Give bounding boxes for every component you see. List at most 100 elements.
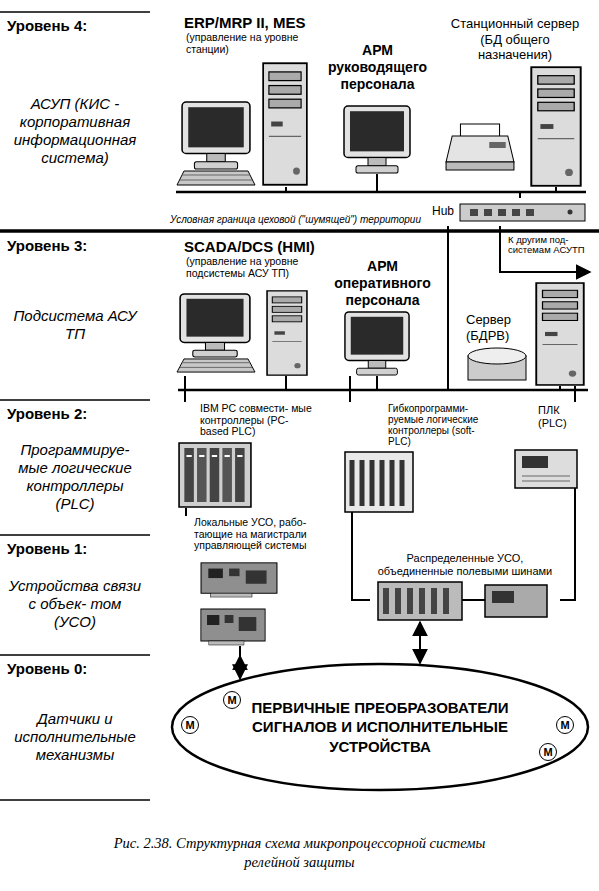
connector-line	[349, 376, 351, 402]
motor-symbol: M	[556, 716, 574, 734]
drawing-rect	[485, 585, 547, 617]
node-text: (управление на уровне подсистемы АСУ ТП)	[172, 255, 316, 279]
server: Сервер (БДРВ)	[462, 278, 588, 386]
connector-line	[520, 187, 556, 198]
node-title: Локальные УСО, рабо- тающие на магистрал…	[194, 517, 328, 552]
level-band: Уровень 3:Подсистема АСУ ТП	[5, 234, 145, 398]
drawing-use	[179, 443, 251, 507]
drawing-use	[177, 171, 255, 185]
node-title: Гибкопрограмми- руемые логические контро…	[388, 403, 480, 447]
io-module: Локальные УСО, рабо- тающие на магистрал…	[180, 516, 330, 656]
drawing-rect	[378, 582, 462, 620]
drawing-rect	[515, 450, 577, 488]
motor-symbol: M	[223, 691, 241, 709]
connector-line	[377, 187, 520, 198]
drawing-use	[177, 359, 255, 372]
figure-caption: Рис. 2.38. Структурная схема микропроцес…	[105, 834, 495, 872]
level-band: Уровень 0: Датчики и исполнительные механ…	[5, 657, 145, 798]
connector-line	[352, 512, 370, 600]
node-text: АСУП (КИС - корпоративная информационная…	[7, 95, 143, 167]
drawing-line	[0, 229, 599, 233]
annotation: К другим под- системам АСУТП	[508, 235, 590, 256]
connector-line	[560, 488, 575, 600]
workstation: SCADA/DCS (HMI)(управление на уровне под…	[170, 236, 320, 376]
drawing-use	[201, 563, 277, 597]
connector-line	[184, 376, 186, 402]
drawing-ellipse	[468, 348, 526, 364]
controller: Гибкопрограмми- руемые логические контро…	[340, 402, 480, 512]
node-title: Уровень 0:	[7, 660, 143, 678]
level-band: Уровень 4: АСУП (КИС - корпоративная инфо…	[5, 14, 145, 230]
drawing-line	[376, 174, 378, 187]
controller: ПЛК (PLC)	[505, 402, 588, 488]
node-title: ПЛК (PLC)	[538, 404, 588, 429]
workstation: АРМ руководящего персонала	[320, 40, 435, 187]
server: Станционный сервер (БД общего назначения…	[440, 14, 590, 187]
annotation: Условная граница цеховой ("шумящей") тер…	[170, 214, 421, 226]
drawing-path	[522, 476, 570, 481]
drawing-use	[267, 291, 307, 375]
drawing-line	[462, 599, 485, 601]
node-title: АРМ руководящего персонала	[322, 42, 433, 92]
motor-symbol: M	[181, 716, 199, 734]
drawing-use	[180, 294, 250, 357]
node-title: M	[227, 695, 236, 706]
level-band: Уровень 2: Программируе- мые логические к…	[5, 402, 145, 533]
node-title: ПЕРВИЧНЫЕ ПРЕОБРАЗОВАТЕЛИ СИГНАЛОВ И ИСП…	[240, 698, 520, 757]
motor-symbol: M	[539, 743, 557, 761]
connector-line	[286, 187, 520, 198]
drawing-path	[500, 226, 590, 272]
drawing-use	[201, 609, 265, 645]
node-text: Программируе- мые логические контроллеры…	[7, 441, 143, 513]
connector-line	[574, 386, 576, 402]
workstation: ERP/MRP II, MES(управление на уровне ста…	[170, 12, 320, 187]
drawing-circle	[568, 210, 573, 215]
workstation: АРМ оперативного персонала	[325, 256, 440, 376]
node-text: Подсистема АСУ ТП	[7, 307, 143, 343]
connector-line	[239, 656, 241, 679]
drawing-use	[263, 63, 307, 185]
drawing-rect	[522, 456, 548, 468]
node-title: Уровень 2:	[7, 405, 143, 423]
node-title: АРМ оперативного персонала	[327, 258, 438, 308]
node-title: Уровень 4:	[7, 17, 143, 35]
network-hub: Hub	[428, 198, 588, 226]
ellipse-shape	[172, 664, 588, 790]
node-text: Устройства связи с объек- том (УСО)	[7, 577, 143, 631]
drawing-path	[386, 588, 446, 614]
node-title: Распределенные УСО, объединенные полевым…	[372, 552, 558, 577]
level-band: Уровень 1: Устройства связи с объек- том …	[5, 537, 145, 653]
node-title: Hub	[432, 204, 588, 218]
node-title: M	[560, 720, 569, 731]
drawing-use	[182, 102, 250, 169]
node-text: Датчики и исполнительные механизмы	[7, 710, 143, 764]
connector-line	[419, 622, 421, 663]
node-title: Станционный сервер (БД общего назначения…	[442, 16, 588, 63]
controller: IBM PC совмести- мые контроллеры (PC-bas…	[172, 402, 312, 508]
drawing-use	[345, 312, 409, 375]
node-text: (управление на уровне станции)	[172, 31, 316, 55]
node-title: IBM PC совмести- мые контроллеры (PC-bas…	[200, 403, 312, 438]
drawing-use	[344, 106, 410, 173]
caption-wrap: Рис. 2.38. Структурная схема микропроцес…	[0, 834, 599, 872]
node-title: Сервер (БДРВ)	[466, 312, 530, 343]
drawing-path	[352, 460, 402, 506]
drawing-use	[536, 283, 584, 385]
node-title: Уровень 1:	[7, 540, 143, 558]
drawing-path	[470, 209, 534, 216]
connector-line	[377, 226, 448, 390]
field-devices-ellipse: ПЕРВИЧНЫЕ ПРЕОБРАЗОВАТЕЛИ СИГНАЛОВ И ИСП…	[170, 662, 590, 792]
node-title: M	[185, 720, 194, 731]
node-title: M	[543, 747, 552, 758]
node-title: SCADA/DCS (HMI)	[172, 238, 318, 255]
connector-line	[185, 508, 187, 516]
drawing-line	[239, 646, 241, 656]
drawing-rect	[345, 452, 413, 512]
drawing-path	[0, 12, 150, 800]
drawing-use	[446, 124, 514, 170]
drawing-use	[531, 67, 580, 186]
drawing-rect	[492, 591, 514, 603]
io-module: Распределенные УСО, объединенные полевым…	[370, 550, 560, 622]
node-title: ERP/MRP II, MES	[172, 14, 318, 31]
